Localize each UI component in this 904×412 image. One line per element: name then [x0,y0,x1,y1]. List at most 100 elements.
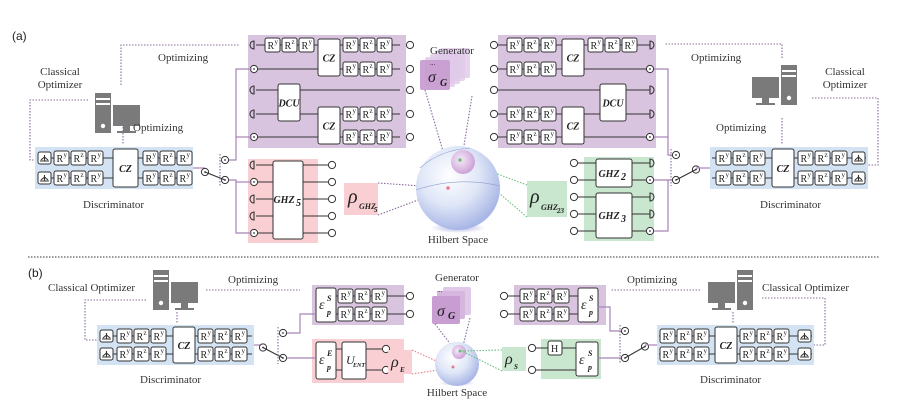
rotation-gate-axis: y [387,62,391,70]
input-node [489,85,499,95]
rotation-gate-label: R [753,154,760,165]
monitor-base [712,308,731,310]
eps-s-gate [575,341,599,377]
rotation-gate-axis: z [767,347,770,355]
rotation-gate [214,346,231,362]
node-dot [282,332,284,334]
rotation-gate-label: R [201,350,208,361]
rotation-gate [506,37,523,53]
output-node [327,177,337,187]
rotation-gate [756,346,773,362]
a-left-discriminator-label: Discriminator [83,199,144,211]
rotation-gate-axis: y [348,289,352,297]
rotation-gate-label: R [801,154,808,165]
input-node [489,40,499,50]
rotation-gate-label: R [801,174,808,185]
rotation-gate-label: R [736,154,743,165]
rotation-gate [739,328,756,344]
node-dot [253,136,255,138]
rho-ghz23-subsub: 23 [556,207,565,215]
rotation-gate [142,170,159,186]
rotation-gate-axis: z [547,307,550,315]
eps-symbol: ε [319,353,325,368]
monitor-stand [123,126,130,131]
rotation-gate-axis: y [670,329,674,337]
rotation-gate-axis: y [353,38,357,46]
rotation-gate-axis: y [187,151,191,159]
measurement-glyph [800,351,809,358]
cz-gate-label: CZ [720,341,733,352]
eps-symbol: ε [579,353,585,368]
rotation-gate [337,288,354,304]
a-left-optimizer-title-1: Classical [40,66,80,78]
computer-icon [95,93,140,133]
eps-s-gate [577,287,599,323]
rotation-gate [659,346,676,362]
rotation-gate-axis: y [98,171,102,179]
rotation-gate [523,37,540,53]
monitor-base [117,131,136,133]
rotation-gate-axis: y [530,289,534,297]
generator-link [424,89,446,159]
tower-button [742,300,748,306]
rotation-gate-label: R [363,65,370,76]
rotation-gate-axis: y [704,347,708,355]
switch-link [229,179,252,234]
rotation-gate [676,346,693,362]
rotation-gate-axis: y [98,151,102,159]
rotation-gate-axis: z [81,171,84,179]
rotation-gate-axis: y [564,307,568,315]
rotation-gate-axis: z [534,107,537,115]
rotation-gate-axis: y [353,107,357,115]
rotation-gate [159,170,176,186]
rotation-gate [540,37,557,53]
rotation-gate-label: R [163,174,170,185]
detector-icon [249,40,255,50]
detector-icon [649,109,655,119]
rotation-gate-label: R [697,332,704,343]
rotation-gate-label: R [375,292,382,303]
rotation-gate-label: R [527,110,534,121]
rotation-gate-label: R [663,350,670,361]
computer-icon [708,270,753,310]
rotation-gate [831,170,848,186]
rho-ghz23-box [527,181,567,217]
rotation-gate [604,37,621,53]
tower-button [100,123,106,129]
rotation-gate-label: R [201,332,208,343]
rotation-gate [536,306,553,322]
detector-icon [249,109,255,119]
detector-icon [649,85,655,95]
rotation-gate-label: R [544,133,551,144]
rotation-gate [506,129,523,145]
input-node [499,309,509,319]
cz-gate [561,106,585,145]
rotation-gate-axis: y [551,62,555,70]
rotation-gate-axis: y [382,289,386,297]
rotation-gate-axis: y [387,38,391,46]
rotation-gate [715,150,732,166]
detector-icon [249,160,255,170]
ghz2-gate [595,158,633,188]
optimizing-link-right [762,297,826,346]
rotation-gate-label: R [74,154,81,165]
tower-slot [782,75,796,77]
cz-gate [317,106,341,145]
rotation-gate-axis: y [750,329,754,337]
rho-s-link [461,350,503,372]
rotation-gate-axis: z [370,130,373,138]
rotation-gate [814,150,831,166]
rotation-gate-label: R [557,292,564,303]
rotation-gate-axis: y [208,347,212,355]
rotation-gate-label: R [608,41,615,52]
rotation-gate-label: R [358,310,365,321]
input-node [489,132,499,142]
cz-gate-label: CZ [777,164,790,175]
sigma-g-symbol: σ [437,303,446,320]
rotation-gate-label: R [510,41,517,52]
eps-symbol: ε [581,298,587,313]
rotation-gate [150,328,167,344]
rotation-gate-label: R [218,332,225,343]
rotation-gate-axis: y [382,307,386,315]
rotation-gate [133,346,150,362]
